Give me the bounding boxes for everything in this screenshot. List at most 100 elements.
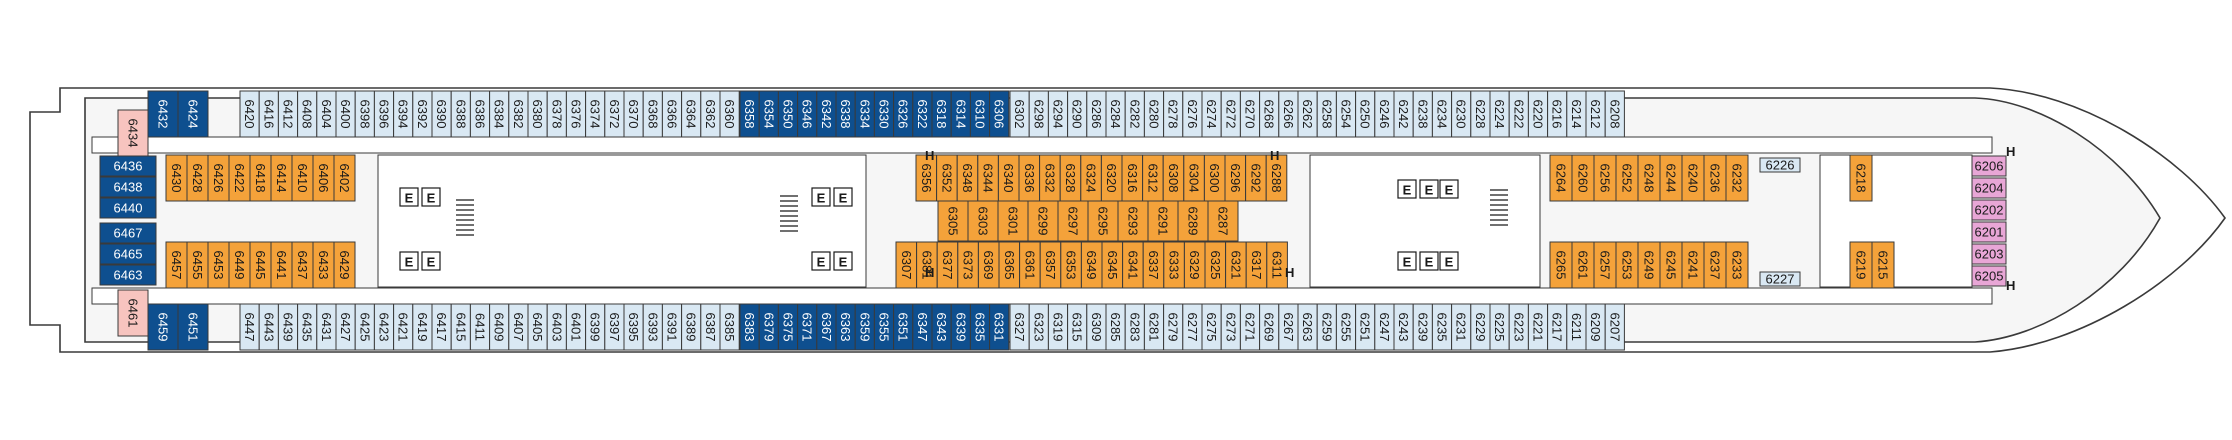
cabin-6299[interactable]: 6299 xyxy=(1027,200,1059,242)
cabin-6453[interactable]: 6453 xyxy=(207,241,230,289)
cabin-6335[interactable]: 6335 xyxy=(969,303,991,351)
cabin-6421[interactable]: 6421 xyxy=(393,303,414,351)
cabin-6269[interactable]: 6269 xyxy=(1259,303,1280,351)
cabin-6391[interactable]: 6391 xyxy=(661,303,683,351)
cabin-6314[interactable]: 6314 xyxy=(950,90,971,138)
cabin-6354[interactable]: 6354 xyxy=(758,90,779,138)
cabin-6292[interactable]: 6292 xyxy=(1245,154,1267,202)
cabin-6403[interactable]: 6403 xyxy=(546,303,567,351)
cabin-6364[interactable]: 6364 xyxy=(681,90,702,138)
cabin-6322[interactable]: 6322 xyxy=(912,90,933,138)
cabin-6319[interactable]: 6319 xyxy=(1047,303,1069,351)
cabin-6418[interactable]: 6418 xyxy=(249,154,272,202)
cabin-6282[interactable]: 6282 xyxy=(1124,90,1145,138)
cabin-6440[interactable]: 6440 xyxy=(99,197,157,219)
cabin-6320[interactable]: 6320 xyxy=(1100,154,1123,202)
cabin-6334[interactable]: 6334 xyxy=(854,90,875,138)
cabin-6370[interactable]: 6370 xyxy=(623,90,644,138)
cabin-6303[interactable]: 6303 xyxy=(967,200,999,242)
cabin-6361[interactable]: 6361 xyxy=(1019,241,1041,289)
cabin-6360[interactable]: 6360 xyxy=(719,90,740,138)
cabin-6337[interactable]: 6337 xyxy=(1142,241,1165,289)
cabin-6381[interactable]: 6381 xyxy=(916,241,938,289)
cabin-6205[interactable]: 6205 xyxy=(1971,265,2007,287)
cabin-6333[interactable]: 6333 xyxy=(1163,241,1185,289)
cabin-6330[interactable]: 6330 xyxy=(873,90,895,138)
cabin-6402[interactable]: 6402 xyxy=(333,154,356,202)
cabin-6338[interactable]: 6338 xyxy=(835,90,856,138)
cabin-6367[interactable]: 6367 xyxy=(816,303,837,351)
cabin-6220[interactable]: 6220 xyxy=(1527,90,1549,138)
cabin-6397[interactable]: 6397 xyxy=(604,303,625,351)
cabin-6328[interactable]: 6328 xyxy=(1059,154,1082,202)
cabin-6211[interactable]: 6211 xyxy=(1566,303,1587,351)
cabin-6230[interactable]: 6230 xyxy=(1451,90,1472,138)
cabin-6300[interactable]: 6300 xyxy=(1203,154,1226,202)
cabin-6287[interactable]: 6287 xyxy=(1207,200,1239,242)
cabin-6377[interactable]: 6377 xyxy=(936,241,959,289)
cabin-6240[interactable]: 6240 xyxy=(1681,154,1705,202)
cabin-6232[interactable]: 6232 xyxy=(1725,154,1749,202)
cabin-6392[interactable]: 6392 xyxy=(412,90,433,138)
cabin-6305[interactable]: 6305 xyxy=(937,200,969,242)
cabin-6275[interactable]: 6275 xyxy=(1201,303,1222,351)
cabin-6249[interactable]: 6249 xyxy=(1637,241,1661,289)
cabin-6288[interactable]: 6288 xyxy=(1265,154,1288,202)
cabin-6252[interactable]: 6252 xyxy=(1615,154,1639,202)
cabin-6234[interactable]: 6234 xyxy=(1431,90,1453,138)
cabin-6425[interactable]: 6425 xyxy=(354,303,375,351)
cabin-6203[interactable]: 6203 xyxy=(1971,243,2007,265)
cabin-6309[interactable]: 6309 xyxy=(1086,303,1107,351)
cabin-6349[interactable]: 6349 xyxy=(1080,241,1103,289)
cabin-6268[interactable]: 6268 xyxy=(1259,90,1280,138)
cabin-6393[interactable]: 6393 xyxy=(642,303,663,351)
cabin-6218[interactable]: 6218 xyxy=(1849,154,1873,202)
cabin-6242[interactable]: 6242 xyxy=(1393,90,1414,138)
cabin-6348[interactable]: 6348 xyxy=(956,154,979,202)
cabin-6426[interactable]: 6426 xyxy=(207,154,230,202)
cabin-6355[interactable]: 6355 xyxy=(873,303,895,351)
cabin-6412[interactable]: 6412 xyxy=(277,90,299,138)
cabin-6430[interactable]: 6430 xyxy=(165,154,188,202)
cabin-6310[interactable]: 6310 xyxy=(969,90,991,138)
cabin-6382[interactable]: 6382 xyxy=(508,90,529,138)
cabin-6263[interactable]: 6263 xyxy=(1297,303,1318,351)
cabin-6447[interactable]: 6447 xyxy=(239,303,260,351)
cabin-6419[interactable]: 6419 xyxy=(412,303,433,351)
cabin-6437[interactable]: 6437 xyxy=(291,241,314,289)
cabin-6308[interactable]: 6308 xyxy=(1162,154,1185,202)
cabin-6295[interactable]: 6295 xyxy=(1087,200,1119,242)
cabin-6324[interactable]: 6324 xyxy=(1080,154,1102,202)
cabin-6384[interactable]: 6384 xyxy=(489,90,510,138)
cabin-6445[interactable]: 6445 xyxy=(249,241,272,289)
cabin-6395[interactable]: 6395 xyxy=(623,303,644,351)
cabin-6301[interactable]: 6301 xyxy=(997,200,1029,242)
cabin-6267[interactable]: 6267 xyxy=(1278,303,1299,351)
cabin-6344[interactable]: 6344 xyxy=(977,154,999,202)
cabin-6429[interactable]: 6429 xyxy=(333,241,356,289)
cabin-6207[interactable]: 6207 xyxy=(1604,303,1625,351)
cabin-6283[interactable]: 6283 xyxy=(1124,303,1145,351)
cabin-6274[interactable]: 6274 xyxy=(1201,90,1222,138)
cabin-6311[interactable]: 6311 xyxy=(1266,241,1288,289)
cabin-6277[interactable]: 6277 xyxy=(1182,303,1203,351)
cabin-6307[interactable]: 6307 xyxy=(895,241,918,289)
cabin-6259[interactable]: 6259 xyxy=(1316,303,1337,351)
cabin-6323[interactable]: 6323 xyxy=(1028,303,1049,351)
cabin-6401[interactable]: 6401 xyxy=(565,303,587,351)
cabin-6264[interactable]: 6264 xyxy=(1549,154,1573,202)
cabin-6235[interactable]: 6235 xyxy=(1431,303,1453,351)
cabin-6394[interactable]: 6394 xyxy=(393,90,414,138)
cabin-6396[interactable]: 6396 xyxy=(373,90,395,138)
cabin-6415[interactable]: 6415 xyxy=(450,303,471,351)
cabin-6386[interactable]: 6386 xyxy=(469,90,491,138)
cabin-6356[interactable]: 6356 xyxy=(915,154,938,202)
cabin-6372[interactable]: 6372 xyxy=(604,90,625,138)
cabin-6368[interactable]: 6368 xyxy=(642,90,663,138)
cabin-6247[interactable]: 6247 xyxy=(1374,303,1395,351)
cabin-6245[interactable]: 6245 xyxy=(1659,241,1683,289)
cabin-6347[interactable]: 6347 xyxy=(912,303,933,351)
cabin-6332[interactable]: 6332 xyxy=(1039,154,1061,202)
cabin-6298[interactable]: 6298 xyxy=(1028,90,1049,138)
cabin-6276[interactable]: 6276 xyxy=(1182,90,1203,138)
